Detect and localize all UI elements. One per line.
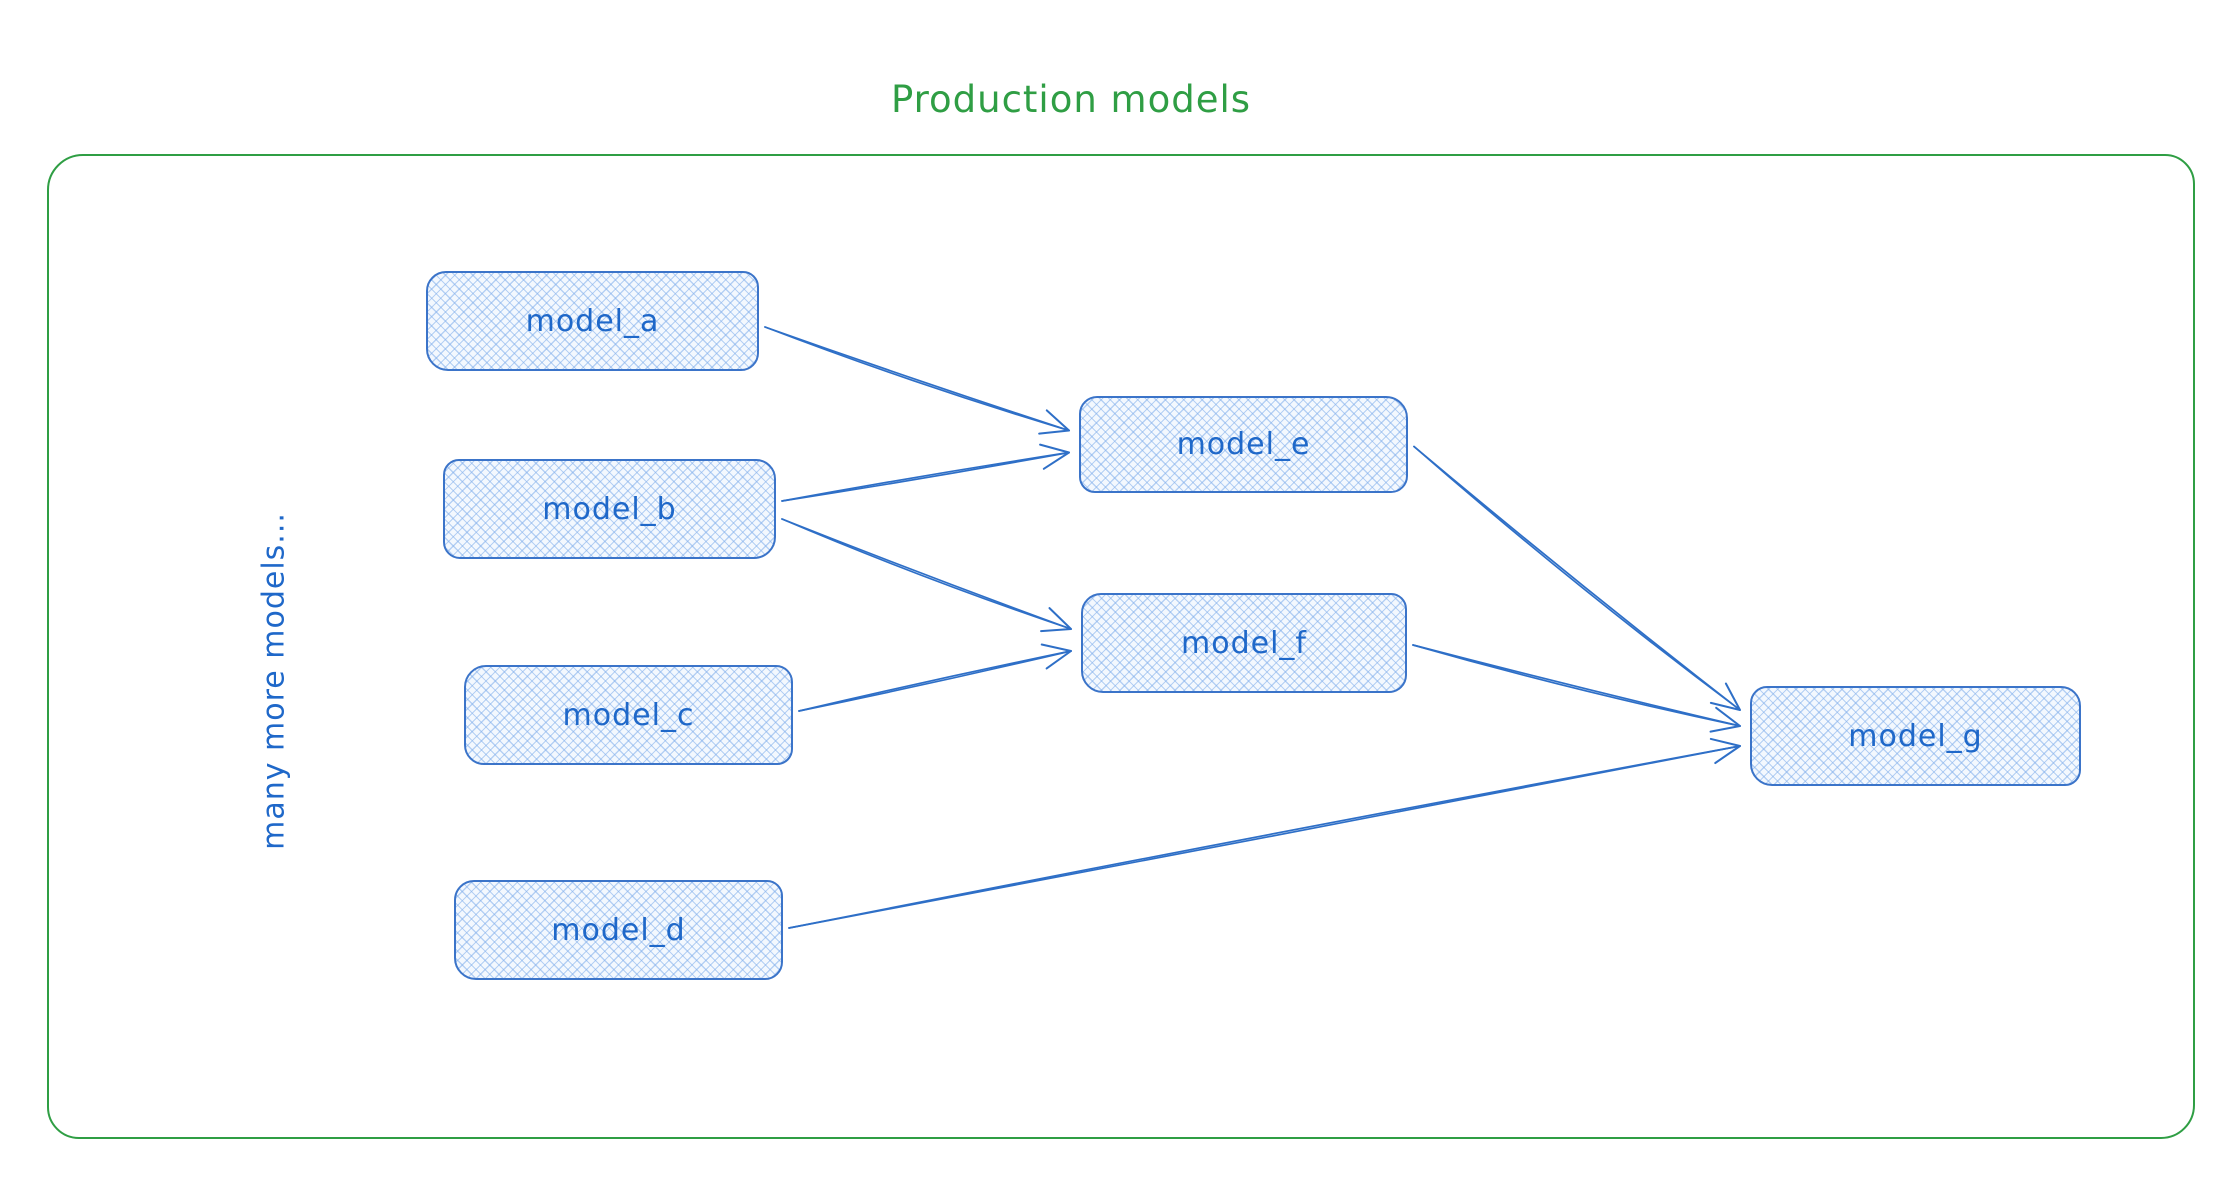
- node-model-a: model_a: [426, 271, 759, 371]
- node-model-c-label: model_c: [562, 697, 695, 733]
- diagram-title: Production models: [890, 78, 1252, 121]
- node-model-f: model_f: [1081, 593, 1407, 693]
- node-model-g-label: model_g: [1848, 718, 1983, 754]
- node-model-b-label: model_b: [542, 491, 677, 527]
- node-model-d-label: model_d: [551, 912, 686, 948]
- node-model-g: model_g: [1750, 686, 2081, 786]
- node-model-c: model_c: [464, 665, 793, 765]
- production-models-frame: [47, 154, 2195, 1139]
- node-model-e-label: model_e: [1176, 427, 1311, 462]
- node-model-b: model_b: [443, 459, 776, 559]
- node-model-e: model_e: [1079, 396, 1408, 493]
- node-model-a-label: model_a: [525, 303, 660, 339]
- node-model-f-label: model_f: [1181, 625, 1307, 661]
- many-more-models-label: many more models...: [256, 512, 292, 850]
- node-model-d: model_d: [454, 880, 783, 980]
